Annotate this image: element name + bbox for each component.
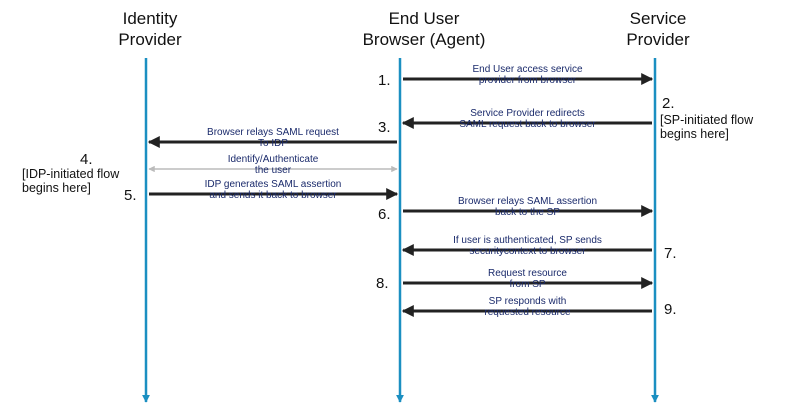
step-4-number: 4.: [80, 151, 93, 168]
step-2-note: begins here]: [660, 127, 729, 141]
step-4-message: the user: [255, 165, 292, 176]
lifeline-sp-label: Provider: [626, 30, 690, 49]
step-2-message: SAML request back to browser: [459, 119, 596, 130]
step-5-message: IDP generates SAML assertion: [205, 179, 342, 190]
step-6-message: Browser relays SAML assertion: [458, 196, 597, 207]
step-8-number: 8.: [376, 275, 389, 292]
step-5-message: and sends it back to browser: [209, 190, 337, 201]
step-7-number: 7.: [664, 245, 677, 262]
step-3-number: 3.: [378, 119, 391, 136]
lifeline-idp-label: Provider: [118, 30, 182, 49]
step-3-message: Browser relays SAML request: [207, 127, 339, 138]
step-6-message: back to the SP: [495, 207, 560, 218]
step-2-message: Service Provider redirects: [470, 108, 584, 119]
lifeline-browser-label: Browser (Agent): [363, 30, 486, 49]
step-2-note: [SP-initiated flow: [660, 113, 754, 127]
lifeline-idp-label: Identity: [123, 9, 178, 28]
step-8-message: Request resource: [488, 268, 567, 279]
step-4-note: begins here]: [22, 181, 91, 195]
step-5-number: 5.: [124, 187, 137, 204]
step-7-message: If user is authenticated, SP sends: [453, 235, 602, 246]
lifeline-sp-label: Service: [630, 9, 687, 28]
step-3-message: To IDP: [258, 138, 288, 149]
step-7: If user is authenticated, SP sendssecuri…: [401, 235, 677, 262]
step-9-number: 9.: [664, 301, 677, 318]
step-7-message: securitycontext to browser: [469, 246, 586, 257]
step-4-note: [IDP-initiated flow: [22, 167, 120, 181]
step-9-message: requested resource: [484, 307, 571, 318]
step-6-number: 6.: [378, 206, 391, 223]
step-1-number: 1.: [378, 72, 391, 89]
lifeline-browser-label: End User: [389, 9, 460, 28]
step-8-message: from SP: [509, 279, 545, 290]
step-4-message: Identify/Authenticate: [228, 154, 319, 165]
step-9-message: SP responds with: [489, 296, 567, 307]
step-2-number: 2.: [662, 95, 675, 112]
step-1-message: End User access service: [472, 64, 582, 75]
step-1-message: provider from browser: [479, 75, 577, 86]
